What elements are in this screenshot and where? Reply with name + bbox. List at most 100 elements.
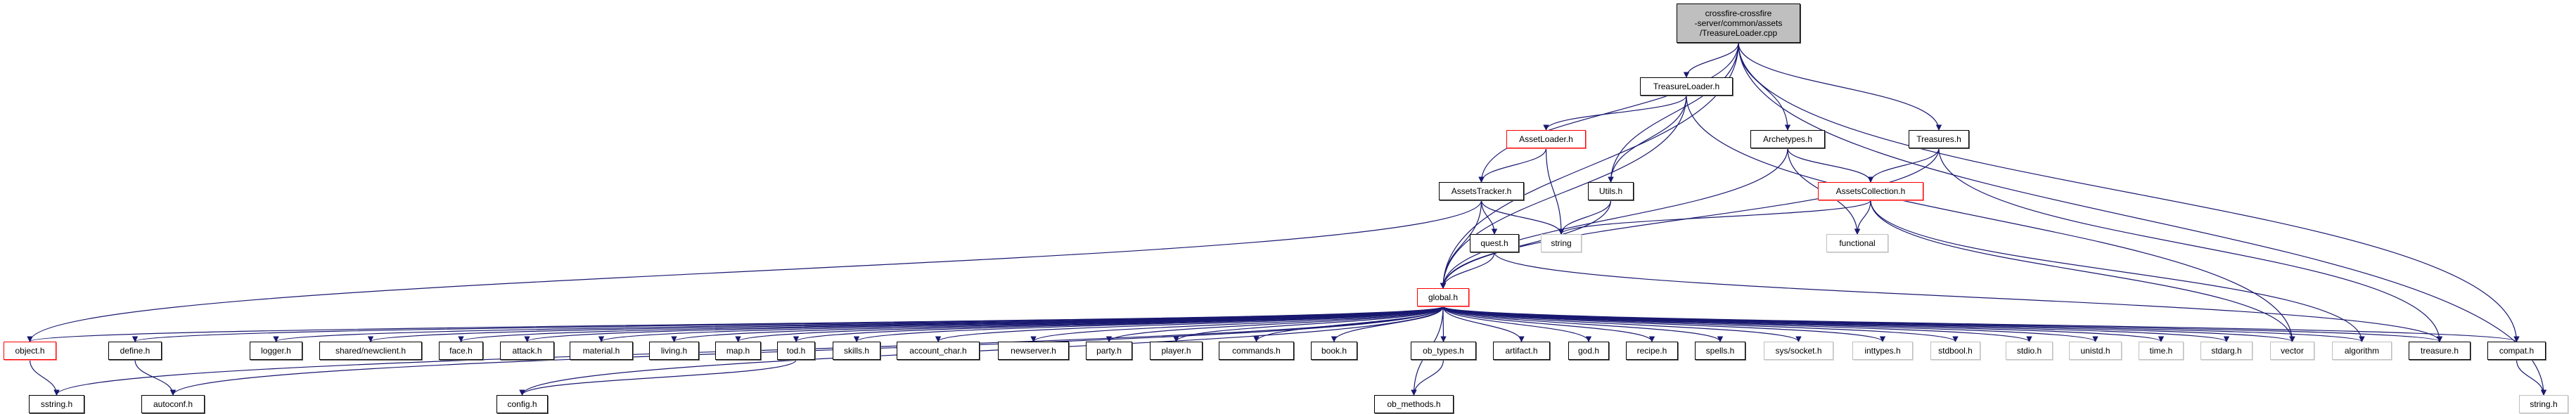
node-ob-types-h[interactable]: ob_types.h bbox=[1411, 342, 1476, 360]
node-sys-socket-h[interactable]: sys/socket.h bbox=[1764, 342, 1833, 360]
node-label: account_char.h bbox=[909, 346, 967, 356]
node-spells-h[interactable]: spells.h bbox=[1695, 342, 1745, 360]
node-newserver-h[interactable]: newserver.h bbox=[998, 342, 1069, 360]
node-stdio-h[interactable]: stdio.h bbox=[2006, 342, 2053, 360]
edge-tod-h-to-config-h bbox=[519, 359, 797, 396]
edge-assetstracker-h-to-object-h bbox=[27, 200, 1482, 342]
edge-global-h-to-logger-h bbox=[273, 306, 1444, 342]
node-root-treasureloader-cpp[interactable]: crossfire-crossfire-server/common/assets… bbox=[1677, 4, 1800, 43]
edge-ob-types-h-to-ob-methods-h bbox=[1411, 359, 1444, 396]
node-ob-methods-h[interactable]: ob_methods.h bbox=[1374, 395, 1454, 413]
edge-global-h-to-face-h bbox=[458, 306, 1444, 342]
node-assetloader-h[interactable]: AssetLoader.h bbox=[1506, 130, 1586, 148]
node-label: tod.h bbox=[786, 346, 806, 356]
node-stdarg-h[interactable]: stdarg.h bbox=[2200, 342, 2253, 360]
node-label: Utils.h bbox=[1598, 186, 1623, 196]
node-define-h[interactable]: define.h bbox=[108, 342, 162, 360]
node-player-h[interactable]: player.h bbox=[1150, 342, 1203, 360]
node-treasure-h[interactable]: treasure.h bbox=[2409, 342, 2471, 360]
node-string[interactable]: string bbox=[1541, 234, 1582, 252]
node-archetypes-h[interactable]: Archetypes.h bbox=[1750, 130, 1825, 148]
node-living-h[interactable]: living.h bbox=[649, 342, 699, 360]
node-algorithm[interactable]: algorithm bbox=[2332, 342, 2392, 360]
node-string-h[interactable]: string.h bbox=[2519, 395, 2568, 413]
node-shared-newclient-h[interactable]: shared/newclient.h bbox=[319, 342, 422, 360]
node-label: player.h bbox=[1161, 346, 1191, 356]
edge-global-h-to-inttypes-h bbox=[1442, 306, 1886, 342]
node-attack-h[interactable]: attack.h bbox=[500, 342, 554, 360]
edge-utils-h-to-global-h bbox=[1440, 200, 1612, 289]
node-vector[interactable]: vector bbox=[2270, 342, 2314, 360]
node-functional[interactable]: functional bbox=[1826, 234, 1888, 252]
node-label: stdbool.h bbox=[1938, 346, 1973, 356]
node-label: stdarg.h bbox=[2211, 346, 2242, 356]
node-label: skills.h bbox=[843, 346, 869, 356]
node-label: compat.h bbox=[2499, 346, 2535, 356]
node-global-h[interactable]: global.h bbox=[1417, 288, 1469, 306]
edge-root-to-utils-h bbox=[1608, 42, 1739, 183]
node-label: Archetypes.h bbox=[1762, 134, 1813, 144]
node-label: ob_methods.h bbox=[1387, 399, 1441, 409]
edge-global-h-to-spells-h bbox=[1442, 306, 1724, 342]
node-config-h[interactable]: config.h bbox=[496, 395, 548, 413]
node-label: material.h bbox=[582, 346, 620, 356]
node-label: vector bbox=[2281, 346, 2304, 356]
node-label: living.h bbox=[660, 346, 688, 356]
node-book-h[interactable]: book.h bbox=[1311, 342, 1357, 360]
node-treasureloader-h[interactable]: TreasureLoader.h bbox=[1640, 77, 1733, 96]
node-material-h[interactable]: material.h bbox=[570, 342, 633, 360]
node-object-h[interactable]: object.h bbox=[4, 342, 56, 360]
node-treasures-h[interactable]: Treasures.h bbox=[1909, 130, 1969, 148]
edge-global-h-to-god-h bbox=[1442, 306, 1592, 342]
node-sstring-h[interactable]: sstring.h bbox=[29, 395, 84, 413]
edge-treasureloader-h-to-vector bbox=[1686, 95, 2295, 342]
node-stdbool-h[interactable]: stdbool.h bbox=[1930, 342, 1980, 360]
node-party-h[interactable]: party.h bbox=[1086, 342, 1132, 360]
edge-assetloader-h-to-string bbox=[1545, 148, 1565, 235]
node-label: AssetsCollection.h bbox=[1835, 186, 1906, 196]
node-face-h[interactable]: face.h bbox=[439, 342, 483, 360]
edge-root-to-treasureloader-h bbox=[1683, 42, 1739, 78]
node-label: newserver.h bbox=[1011, 346, 1056, 356]
node-autoconf-h[interactable]: autoconf.h bbox=[141, 395, 205, 413]
node-label: autoconf.h bbox=[153, 399, 193, 409]
edge-assetstracker-h-to-quest-h bbox=[1480, 200, 1498, 235]
node-recipe-h[interactable]: recipe.h bbox=[1626, 342, 1678, 360]
edge-assetloader-h-to-assetstracker-h bbox=[1478, 148, 1547, 183]
node-label: inttypes.h bbox=[1864, 346, 1901, 356]
node-assetstracker-h[interactable]: AssetsTracker.h bbox=[1439, 182, 1524, 200]
edge-global-h-to-stdarg-h bbox=[1442, 306, 2229, 342]
edge-root-to-assetstracker-h bbox=[1478, 42, 1739, 183]
node-label: sys/socket.h bbox=[1775, 346, 1822, 356]
edge-global-h-to-sys-socket-h bbox=[1442, 306, 1802, 342]
edge-quest-h-to-global-h bbox=[1440, 252, 1495, 289]
node-compat-h[interactable]: compat.h bbox=[2487, 342, 2546, 360]
node-inttypes-h[interactable]: inttypes.h bbox=[1852, 342, 1913, 360]
node-commands-h[interactable]: commands.h bbox=[1219, 342, 1294, 360]
node-time-h[interactable]: time.h bbox=[2139, 342, 2184, 360]
node-quest-h[interactable]: quest.h bbox=[1470, 234, 1519, 252]
node-tod-h[interactable]: tod.h bbox=[777, 342, 815, 360]
edge-global-h-to-stdbool-h bbox=[1442, 306, 1959, 342]
node-skills-h[interactable]: skills.h bbox=[833, 342, 880, 360]
node-label: face.h bbox=[449, 346, 473, 356]
node-map-h[interactable]: map.h bbox=[715, 342, 761, 360]
root-label-line: /TreasureLoader.cpp bbox=[1699, 28, 1778, 38]
node-label: unistd.h bbox=[2080, 346, 2110, 356]
node-account-char-h[interactable]: account_char.h bbox=[897, 342, 980, 360]
edge-global-h-to-account-char-h bbox=[935, 306, 1444, 342]
node-utils-h[interactable]: Utils.h bbox=[1588, 182, 1634, 200]
node-label: AssetLoader.h bbox=[1519, 134, 1573, 144]
edge-assetstracker-h-to-global-h bbox=[1440, 200, 1482, 289]
node-god-h[interactable]: god.h bbox=[1568, 342, 1609, 360]
edge-global-h-to-recipe-h bbox=[1442, 306, 1655, 342]
node-label: party.h bbox=[1096, 346, 1122, 356]
node-unistd-h[interactable]: unistd.h bbox=[2069, 342, 2122, 360]
node-label: artifact.h bbox=[1505, 346, 1538, 356]
node-logger-h[interactable]: logger.h bbox=[250, 342, 302, 360]
node-artifact-h[interactable]: artifact.h bbox=[1493, 342, 1550, 360]
node-label: god.h bbox=[1577, 346, 1600, 356]
node-assetscollection-h[interactable]: AssetsCollection.h bbox=[1818, 182, 1923, 200]
node-label: Treasures.h bbox=[1916, 134, 1961, 144]
